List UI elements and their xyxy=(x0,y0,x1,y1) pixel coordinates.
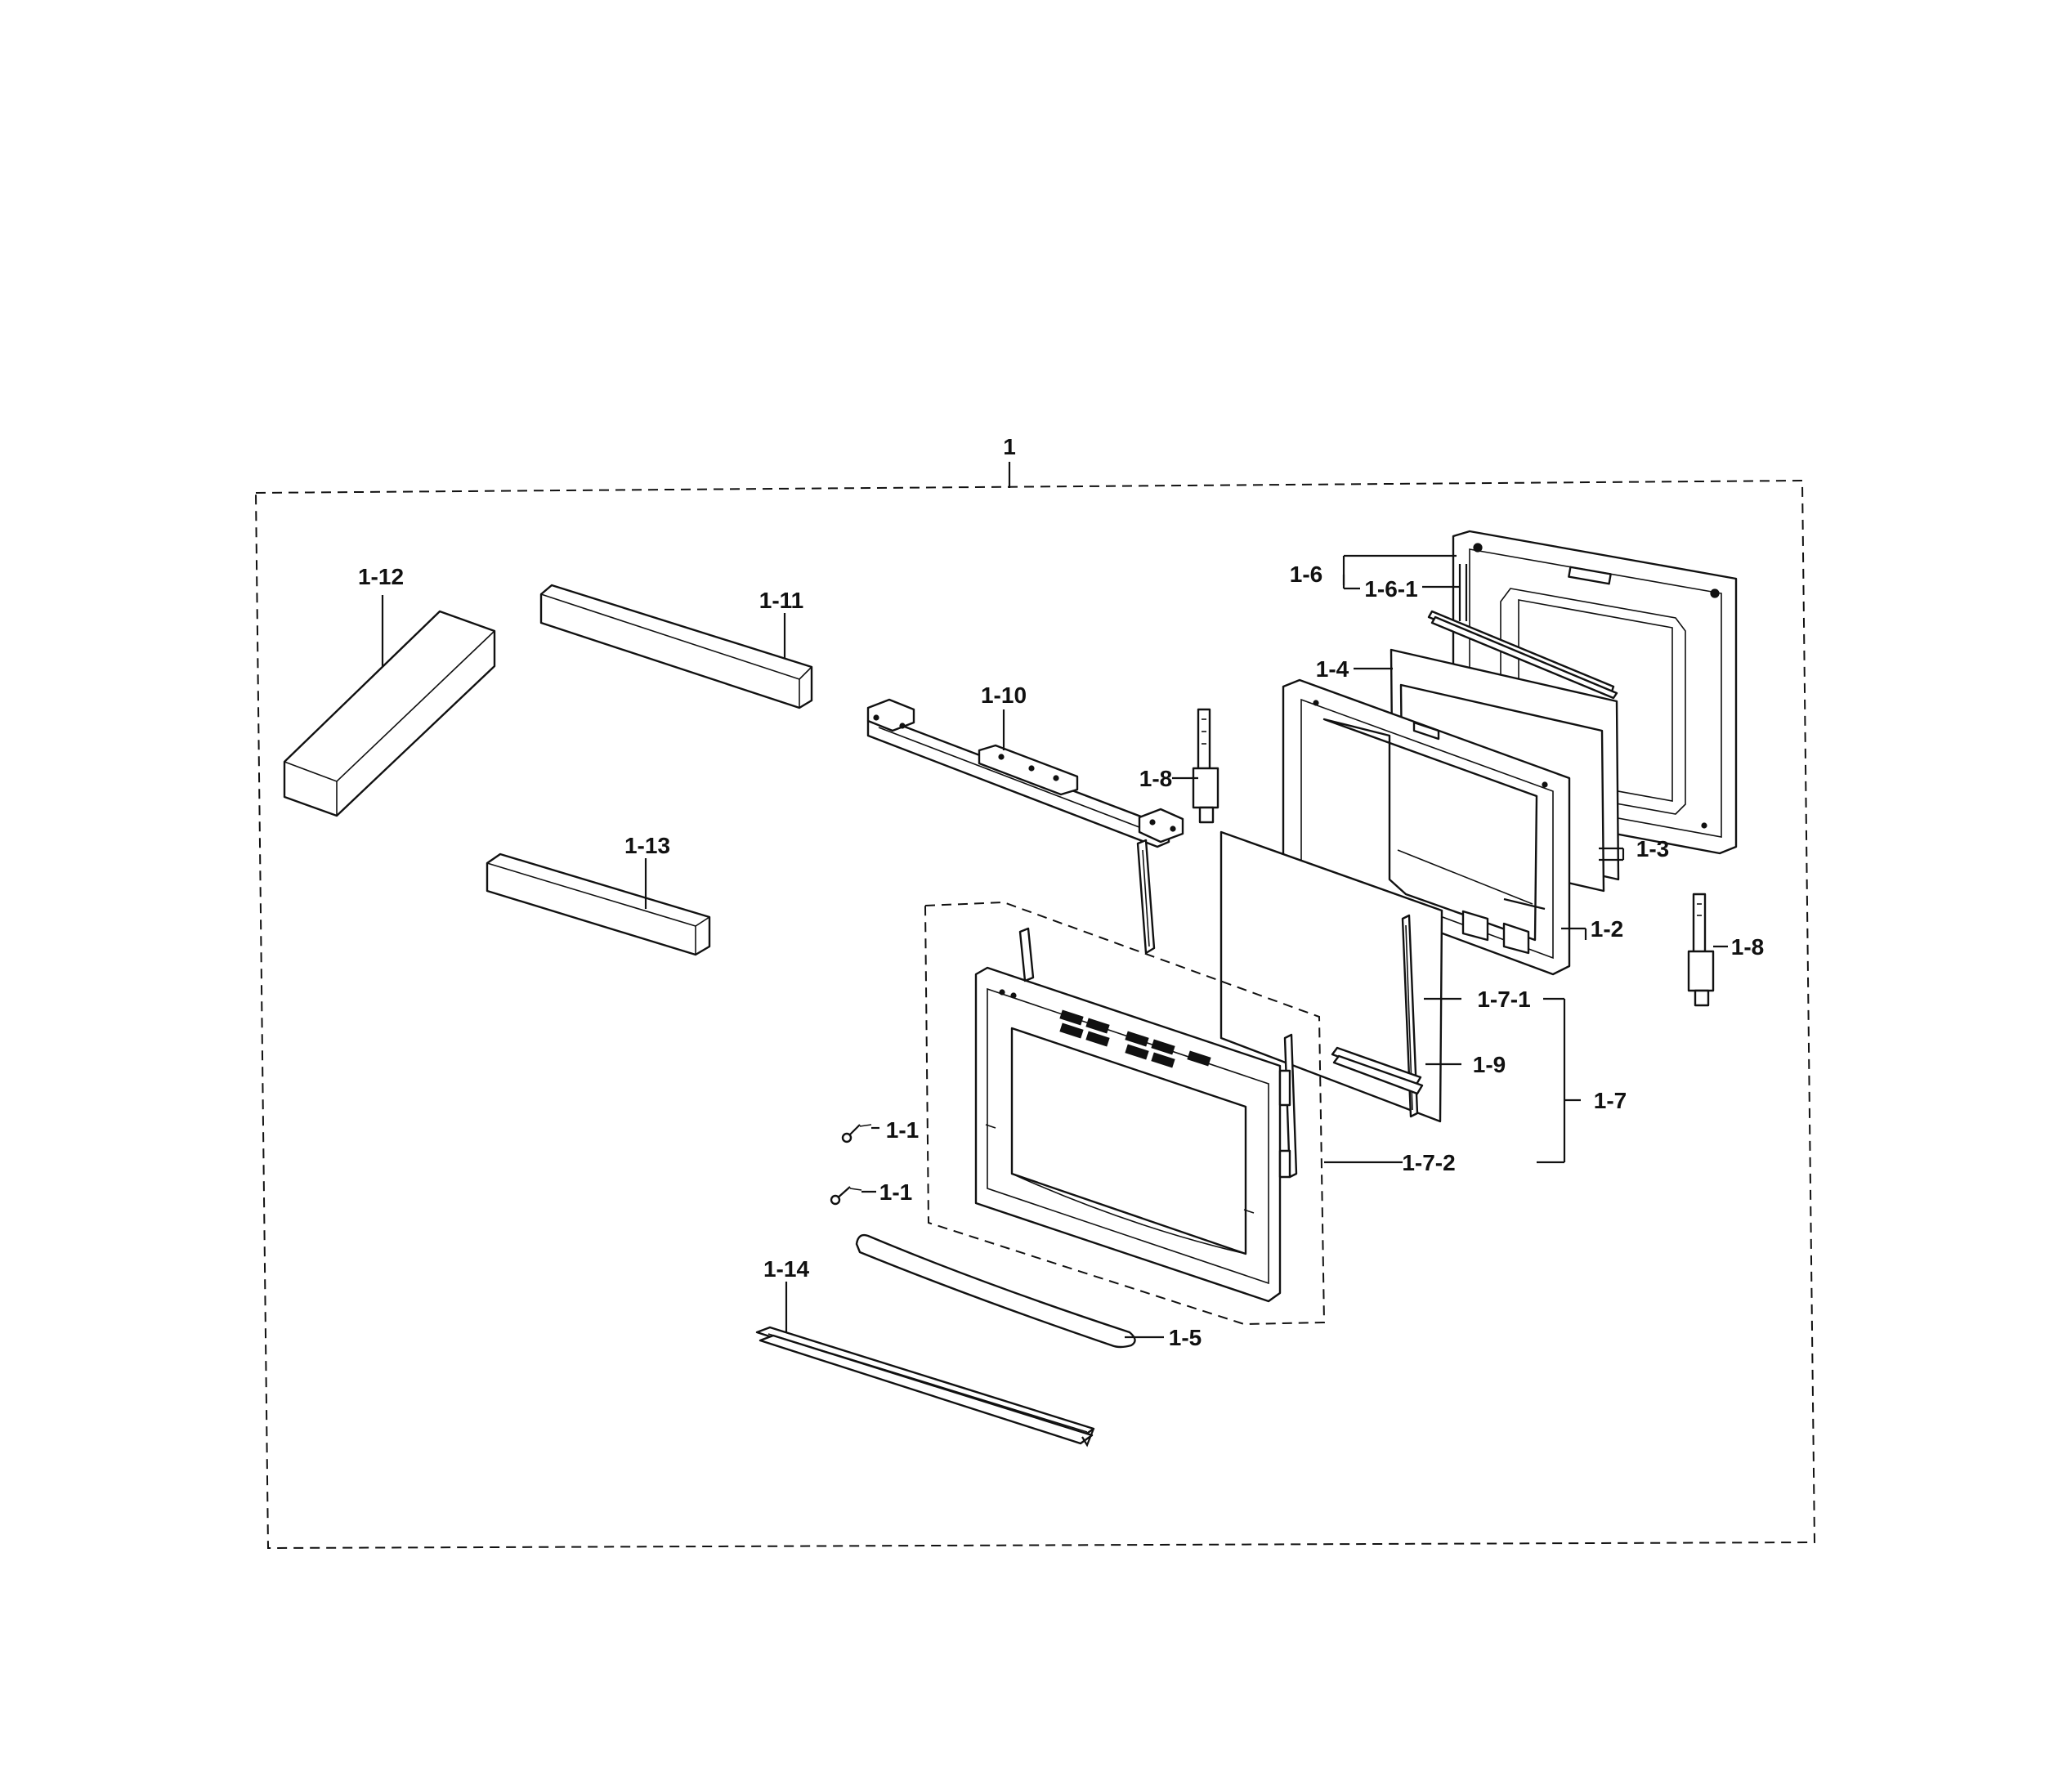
part-1-7-2-front-door xyxy=(974,927,1298,1303)
part-1-14-trim-strip xyxy=(755,1326,1095,1448)
callout-1-2: 1-2 xyxy=(1591,916,1623,942)
callout-1-11: 1-11 xyxy=(759,588,804,613)
assembly-boundary xyxy=(254,479,1816,1550)
callout-1-4: 1-4 xyxy=(1316,656,1349,682)
callout-1-6: 1-6 xyxy=(1290,562,1322,587)
callout-1-9: 1-9 xyxy=(1473,1052,1506,1077)
callout-1-5: 1-5 xyxy=(1169,1325,1202,1350)
part-1-3-insulation xyxy=(1427,564,1618,877)
part-1-9-trim xyxy=(1331,914,1424,1118)
callout-1-7-1: 1-7-1 xyxy=(1477,987,1530,1012)
part-1-11-bar xyxy=(539,584,813,709)
callout-1-1-lower: 1-1 xyxy=(879,1179,912,1205)
part-1-1-screw-lower xyxy=(830,1186,862,1206)
part-1-13-bar xyxy=(486,852,711,956)
callout-1-8-upper: 1-8 xyxy=(1139,766,1172,791)
callout-1-7: 1-7 xyxy=(1594,1088,1627,1113)
part-1-8-hinge-upper xyxy=(1192,708,1219,824)
part-1-7-1-glass xyxy=(1219,830,1443,1123)
callout-1-3: 1-3 xyxy=(1636,836,1669,861)
part-1-8-hinge-lower xyxy=(1687,893,1715,1007)
callout-1-6-1: 1-6-1 xyxy=(1364,576,1417,602)
callout-1-10: 1-10 xyxy=(981,682,1027,708)
assembly-label: 1 xyxy=(1003,434,1016,459)
callout-1-12: 1-12 xyxy=(358,564,404,589)
part-1-5-handle xyxy=(855,1233,1136,1349)
subassembly-boundary xyxy=(924,901,1326,1326)
callout-1-13: 1-13 xyxy=(624,833,670,858)
callout-1-14: 1-14 xyxy=(763,1256,809,1282)
callout-1-1-upper: 1-1 xyxy=(886,1117,919,1143)
callout-1-7-2: 1-7-2 xyxy=(1402,1150,1455,1175)
part-1-10-bracket xyxy=(866,698,1184,955)
part-1-1-screw-upper xyxy=(841,1124,872,1143)
part-1-12-block xyxy=(283,610,496,817)
callout-1-8-lower: 1-8 xyxy=(1731,934,1764,960)
